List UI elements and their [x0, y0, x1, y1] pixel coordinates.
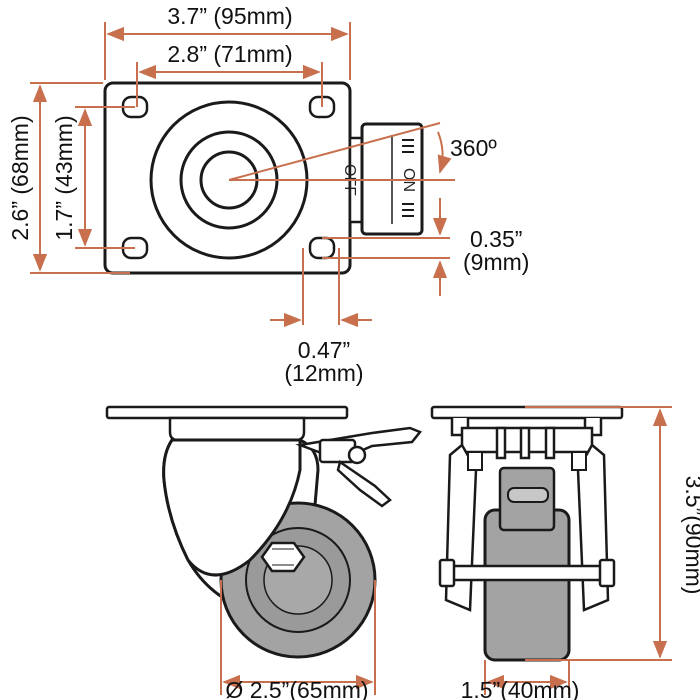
slot-width-mm-label: (12mm) [284, 360, 363, 386]
top-view: OFF ON [7, 3, 529, 386]
rotation-label: 360º [450, 135, 497, 161]
slot-width-in-label: 0.47” [298, 337, 350, 363]
rotation-arc [437, 131, 452, 174]
wheel-diameter-label: Ø 2.5”(65mm) [225, 677, 368, 700]
side-axle-nut [260, 541, 306, 573]
plate-height-label: 2.6” (68mm) [7, 115, 33, 240]
front-top-plate [430, 405, 624, 420]
rotation-indicator-line [228, 122, 441, 181]
side-view: Ø 2.5”(65mm) [105, 405, 423, 700]
wheel-width-label: 1.5”(40mm) [461, 677, 580, 700]
hole-height-label: 1.7” (43mm) [51, 115, 77, 240]
front-axle [442, 564, 612, 582]
hole-width-label: 2.8” (71mm) [167, 41, 292, 67]
slot-length-mm-label: (9mm) [463, 249, 529, 275]
side-swivel-head [168, 416, 306, 442]
bolt-hole-bottom-right [308, 236, 336, 260]
front-view: 3.5”(90mm) 1.5”(40mm) [430, 405, 700, 700]
bolt-holes [121, 95, 336, 260]
front-wheel [483, 508, 571, 662]
plate-width-label: 3.7” (95mm) [167, 3, 292, 29]
slot-length-in-label: 0.35” [470, 226, 522, 252]
total-height-label: 3.5”(90mm) [681, 476, 700, 595]
side-top-plate [105, 405, 349, 420]
